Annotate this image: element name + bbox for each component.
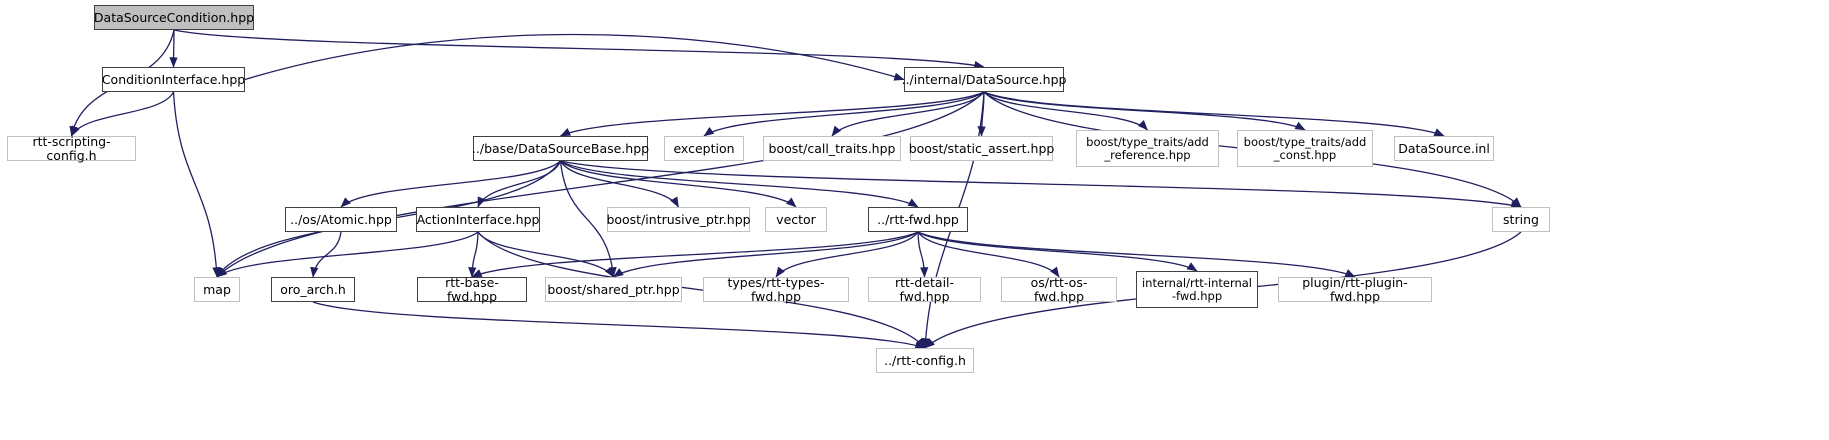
graph-edge-datasourcebase-to-string	[560, 160, 1522, 209]
graph-edge-internaldatasource-to-calltraits	[831, 91, 985, 137]
graph-node-conditioninterface[interactable]: ConditionInterface.hpp	[102, 67, 245, 92]
graph-node-label: DataSourceCondition.hpp	[93, 9, 255, 25]
graph-node-label: os/rtt-os-fwd.hpp	[1030, 275, 1088, 304]
graph-node-oroarch[interactable]: oro_arch.h	[271, 277, 355, 302]
graph-edge-rttfwd-to-internalfwd	[917, 231, 1198, 272]
graph-edge-rttfwd-to-osfwd	[917, 231, 1060, 278]
graph-edge-datasourcebase-to-vector	[560, 160, 797, 208]
graph-node-label: ConditionInterface.hpp	[101, 71, 246, 87]
graph-node-label: boost/intrusive_ptr.hpp	[606, 211, 751, 227]
graph-node-intrusiveptr[interactable]: boost/intrusive_ptr.hpp	[606, 207, 751, 232]
graph-node-label: internal/rtt-internal -fwd.hpp	[1141, 276, 1253, 303]
graph-node-rttfwd[interactable]: ../rtt-fwd.hpp	[868, 207, 968, 232]
graph-edge-datasourcebase-to-intrusiveptr	[559, 160, 680, 208]
graph-edge-rttfwd-to-rttbasefwd	[471, 231, 919, 278]
graph-edge-actioninterface-to-rttconfig	[477, 231, 926, 349]
graph-node-internalfwd[interactable]: internal/rtt-internal -fwd.hpp	[1136, 271, 1258, 308]
graph-node-label: plugin/rtt-plugin-fwd.hpp	[1302, 275, 1408, 304]
graph-edge-datasourcebase-to-osatomic	[340, 160, 561, 208]
graph-edge-internaldatasource-to-map	[216, 91, 985, 278]
graph-edge-internaldatasource-to-exception	[703, 91, 985, 137]
graph-node-staticassert[interactable]: boost/static_assert.hpp	[909, 136, 1054, 161]
graph-node-label: vector	[776, 211, 816, 227]
graph-node-label: ../os/Atomic.hpp	[290, 211, 392, 227]
graph-edge-datasourcecondition-to-internaldatasource	[173, 29, 985, 70]
graph-edge-oroarch-to-rttconfig	[312, 301, 926, 349]
graph-edge-datasourcebase-to-rttfwd	[560, 160, 919, 208]
graph-edge-datasourcebase-to-sharedptr	[559, 160, 617, 278]
graph-edge-rttfwd-to-pluginfwd	[917, 231, 1356, 278]
graph-node-map[interactable]: map	[194, 277, 240, 302]
graph-node-datasourcebase[interactable]: ../base/DataSourceBase.hpp	[472, 136, 649, 161]
graph-edge-internaldatasource-to-datasourceinl	[983, 91, 1445, 137]
graph-node-label: types/rtt-types-fwd.hpp	[727, 275, 825, 304]
graph-node-vector[interactable]: vector	[765, 207, 827, 232]
graph-node-typesfwd[interactable]: types/rtt-types-fwd.hpp	[703, 275, 849, 304]
graph-node-osfwd[interactable]: os/rtt-os-fwd.hpp	[1001, 275, 1117, 304]
graph-node-label: oro_arch.h	[280, 281, 346, 297]
graph-node-label: boost/call_traits.hpp	[768, 140, 896, 156]
graph-node-osatomic[interactable]: ../os/Atomic.hpp	[285, 207, 397, 232]
graph-node-sharedptr[interactable]: boost/shared_ptr.hpp	[545, 277, 682, 302]
graph-node-rttscriptingconfig[interactable]: rtt-scripting-config.h	[7, 134, 136, 163]
graph-node-label: boost/static_assert.hpp	[908, 140, 1055, 156]
graph-edge-conditioninterface-to-internaldatasource	[244, 33, 905, 81]
graph-node-label: rtt-scripting-config.h	[32, 134, 111, 163]
graph-node-datasourcecondition[interactable]: DataSourceCondition.hpp	[94, 5, 254, 30]
graph-node-label: boost/type_traits/add _reference.hpp	[1086, 135, 1209, 162]
graph-node-rttbasefwd[interactable]: rtt-base-fwd.hpp	[417, 275, 527, 304]
graph-node-label: DataSource.inl	[1398, 140, 1490, 156]
graph-node-label: ../rtt-fwd.hpp	[877, 211, 959, 227]
graph-edge-internaldatasource-to-datasourcebase	[559, 91, 985, 137]
graph-node-label: ActionInterface.hpp	[416, 211, 540, 227]
graph-node-exception[interactable]: exception	[664, 136, 744, 161]
graph-node-addreference[interactable]: boost/type_traits/add _reference.hpp	[1076, 130, 1219, 167]
graph-node-label: string	[1503, 211, 1539, 227]
graph-node-label: rtt-detail-fwd.hpp	[894, 275, 955, 304]
graph-node-label: exception	[673, 140, 735, 156]
graph-edge-datasourcecondition-to-conditioninterface	[169, 29, 178, 68]
graph-node-label: rtt-base-fwd.hpp	[445, 275, 499, 304]
graph-node-label: ../rtt-config.h	[884, 352, 966, 368]
graph-node-internaldatasource[interactable]: ../internal/DataSource.hpp	[902, 67, 1066, 92]
graph-node-label: ../internal/DataSource.hpp	[901, 71, 1067, 87]
graph-node-label: boost/shared_ptr.hpp	[547, 281, 680, 297]
graph-node-detailfwd[interactable]: rtt-detail-fwd.hpp	[868, 275, 981, 304]
graph-edge-rttfwd-to-detailfwd	[917, 231, 929, 278]
graph-edge-actioninterface-to-sharedptr	[477, 231, 615, 278]
graph-node-label: map	[203, 281, 231, 297]
graph-node-label: ../base/DataSourceBase.hpp	[471, 140, 650, 156]
graph-edge-actioninterface-to-rttbasefwd	[468, 231, 479, 278]
graph-node-addconst[interactable]: boost/type_traits/add _const.hpp	[1237, 130, 1373, 167]
graph-edge-rttfwd-to-typesfwd	[775, 231, 919, 278]
graph-edge-conditioninterface-to-rttscriptingconfig	[70, 91, 175, 137]
graph-edge-osatomic-to-oroarch	[310, 231, 342, 278]
graph-node-pluginfwd[interactable]: plugin/rtt-plugin-fwd.hpp	[1278, 275, 1432, 304]
graph-node-actioninterface[interactable]: ActionInterface.hpp	[416, 207, 540, 232]
graph-node-calltraits[interactable]: boost/call_traits.hpp	[763, 136, 901, 161]
graph-node-label: boost/type_traits/add _const.hpp	[1243, 135, 1367, 162]
graph-edge-rttfwd-to-sharedptr	[612, 231, 919, 278]
graph-node-rttconfig[interactable]: ../rtt-config.h	[876, 348, 974, 373]
graph-node-datasourceinl[interactable]: DataSource.inl	[1394, 136, 1494, 161]
graph-edge-actioninterface-to-map	[216, 231, 479, 278]
graph-node-string[interactable]: string	[1492, 207, 1550, 232]
graph-edge-conditioninterface-to-map	[172, 91, 221, 278]
graph-edge-internaldatasource-to-addreference	[983, 91, 1148, 131]
